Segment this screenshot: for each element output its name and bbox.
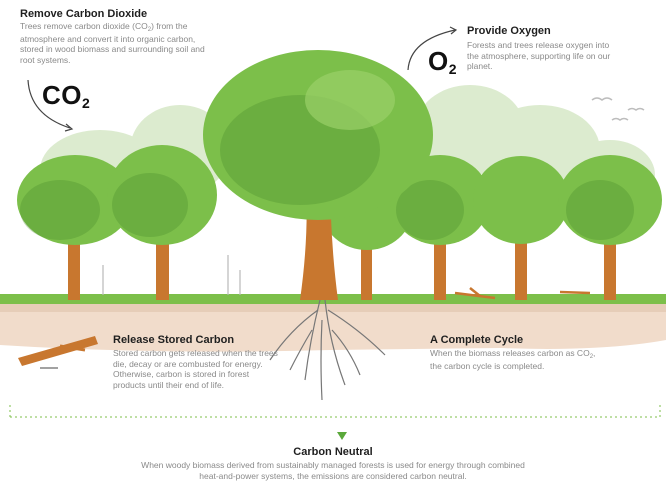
- release-carbon-desc: Stored carbon gets released when the tre…: [113, 348, 283, 390]
- remove-co2-desc: Trees remove carbon dioxide (CO2) from t…: [20, 21, 210, 65]
- provide-oxygen-desc: Forests and trees release oxygen into th…: [467, 40, 617, 72]
- complete-cycle-desc: When the biomass releases carbon as CO2,…: [430, 348, 600, 371]
- down-arrow-icon: [337, 432, 347, 440]
- co2-symbol: CO2: [42, 80, 90, 111]
- o2-symbol-sub: 2: [449, 61, 457, 77]
- remove-co2-desc-a: Trees remove carbon dioxide (CO: [20, 21, 148, 31]
- co2-symbol-sub: 2: [82, 95, 90, 111]
- release-carbon-title: Release Stored Carbon: [113, 334, 234, 346]
- complete-cycle-title: A Complete Cycle: [430, 334, 523, 346]
- sprouts: [103, 255, 240, 295]
- main-tree: [203, 50, 433, 300]
- o2-symbol: O2: [428, 46, 457, 77]
- provide-oxygen-title: Provide Oxygen: [467, 25, 551, 37]
- remove-co2-desc-sub: 2: [148, 27, 151, 33]
- carbon-neutral-desc: When woody biomass derived from sustaina…: [140, 460, 526, 481]
- o2-symbol-text: O: [428, 46, 449, 76]
- carbon-neutral-title: Carbon Neutral: [0, 446, 666, 458]
- co2-symbol-text: CO: [42, 80, 82, 110]
- remove-co2-title: Remove Carbon Dioxide: [20, 8, 147, 20]
- birds: [592, 98, 644, 120]
- complete-cycle-desc-a: When the biomass releases carbon as CO: [430, 348, 590, 358]
- left-trees: [17, 145, 217, 300]
- complete-cycle-desc-sub: 2: [590, 354, 593, 360]
